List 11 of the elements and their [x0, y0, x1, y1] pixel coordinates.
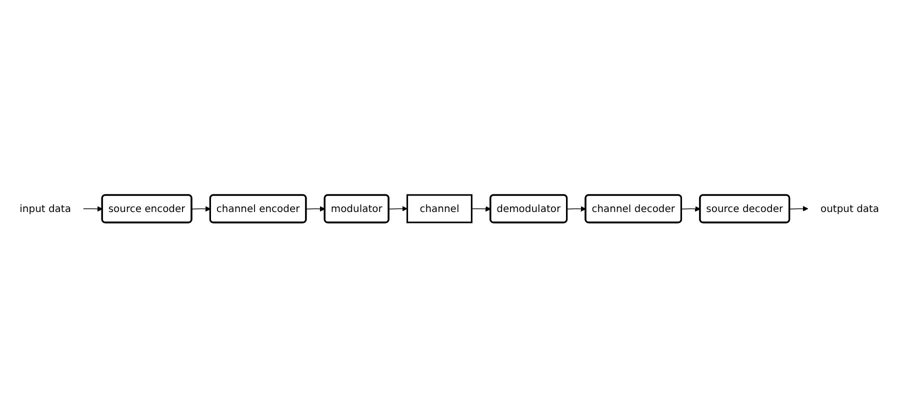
arrow: [306, 206, 326, 212]
arrow: [192, 206, 211, 212]
node-text: input data: [20, 202, 72, 215]
node-box: channel: [406, 194, 473, 224]
arrow: [566, 206, 586, 212]
arrow: [83, 206, 103, 212]
arrow: [681, 206, 701, 212]
node-text: output data: [820, 202, 880, 215]
arrow: [471, 206, 492, 212]
arrow: [789, 206, 808, 212]
arrow: [388, 206, 408, 212]
